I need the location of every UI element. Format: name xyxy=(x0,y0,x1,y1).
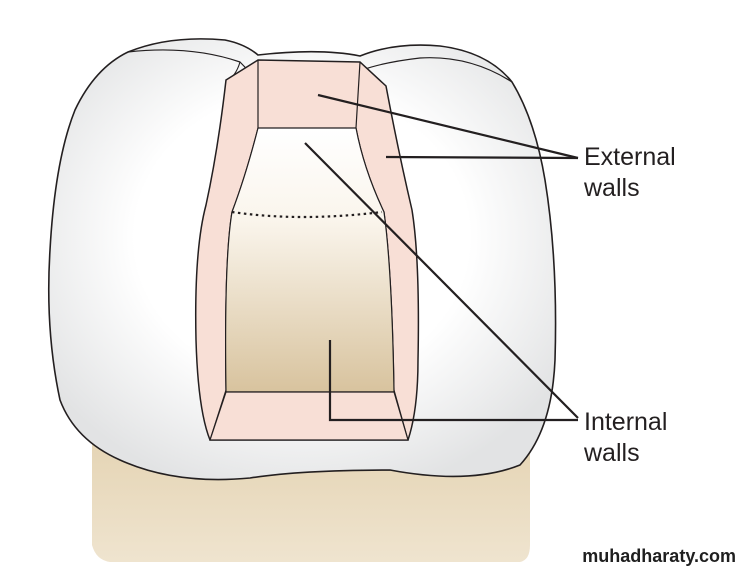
leader-internal-2 xyxy=(328,340,578,422)
label-internal-line1: Internal xyxy=(584,408,667,436)
cusp-ridge-right xyxy=(361,57,513,83)
leader-external-2 xyxy=(385,155,579,160)
watermark-text: muhadharaty.com xyxy=(582,546,736,566)
leader-external-1 xyxy=(317,93,579,160)
leader-internal-1 xyxy=(304,142,579,419)
label-external-line2: walls xyxy=(583,174,640,202)
label-external-line1: External xyxy=(584,143,676,171)
gingival-floor xyxy=(209,391,409,441)
label-internal-line2: walls xyxy=(583,439,640,467)
